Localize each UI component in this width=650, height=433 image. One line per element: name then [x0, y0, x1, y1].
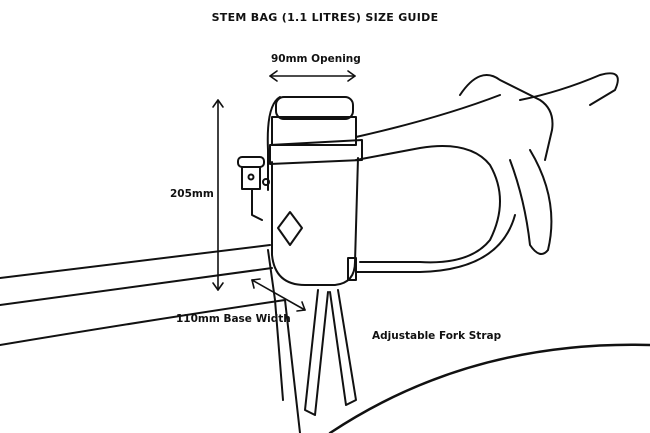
- handlebar-drop: [355, 145, 501, 264]
- opening-label: 90mm Opening: [271, 53, 361, 65]
- head-tube: [267, 249, 284, 401]
- fork-strap: [304, 289, 357, 416]
- stem-bag: [262, 96, 363, 286]
- down-tube: [0, 299, 301, 433]
- shifter-paddle: [509, 149, 553, 255]
- handlebar-clamp: [347, 257, 357, 281]
- bike-frame: [0, 244, 650, 433]
- base-width-label: 110mm Base Width: [176, 313, 291, 325]
- bag-collar: [271, 116, 357, 146]
- top-tube-lower: [0, 267, 273, 306]
- handlebar-bar: [355, 94, 501, 138]
- page-title: STEM BAG (1.1 LITRES) SIZE GUIDE: [211, 11, 439, 24]
- handlebar: [347, 72, 619, 281]
- top-tube: [0, 244, 271, 279]
- shifter-lever: [519, 72, 619, 106]
- front-tire: [328, 343, 650, 433]
- height-label: 205mm: [170, 188, 214, 200]
- bag-lid: [275, 96, 354, 120]
- stem-spacers: [237, 156, 265, 221]
- bag-cord: [266, 96, 281, 191]
- dimension-arrows: [212, 70, 356, 312]
- fork-strap-label: Adjustable Fork Strap: [372, 330, 502, 342]
- bag-strap-band: [269, 139, 363, 165]
- bag-diamond-patch: [277, 211, 303, 246]
- handlebar-lower: [355, 214, 516, 273]
- bag-body: [271, 157, 359, 286]
- shifter-hood: [459, 74, 554, 161]
- base-arrow: [251, 279, 306, 311]
